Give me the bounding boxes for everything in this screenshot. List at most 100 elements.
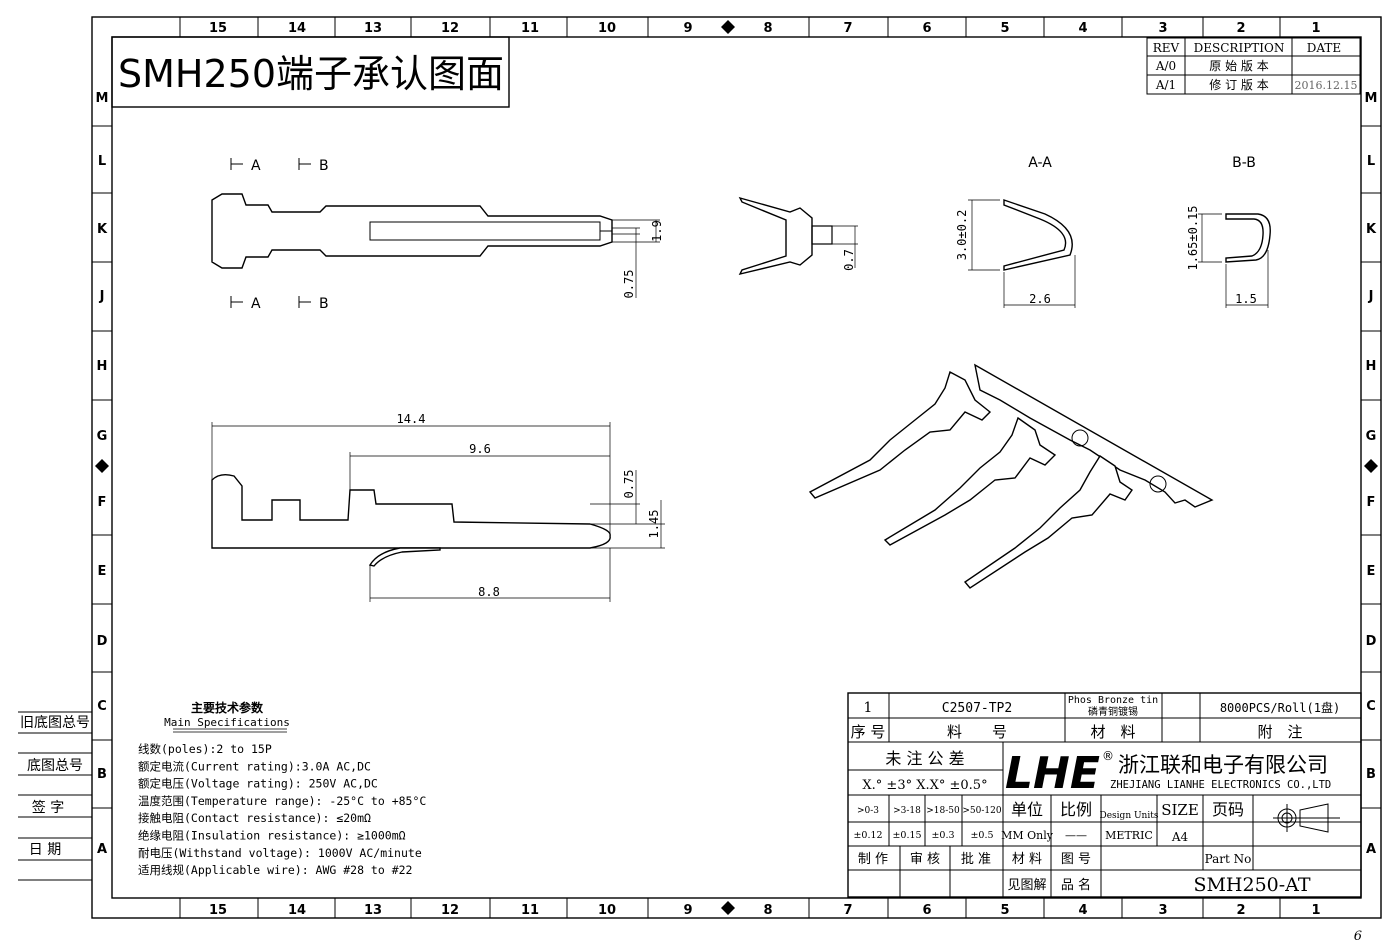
spec-line: 耐电压(Withstand voltage): 1000V AC/minute xyxy=(138,846,422,860)
company-name-en: ZHEJIANG LIANHE ELECTRONICS CO.,LTD xyxy=(1110,779,1331,791)
drawing-no-label: 图 号 xyxy=(1061,852,1091,867)
part-no-label: Part No xyxy=(1205,852,1252,866)
section-b-label: B xyxy=(319,158,329,174)
zone-column-label: 9 xyxy=(683,21,692,36)
signature-label: 签 字 xyxy=(32,799,64,816)
end-view: 0.7 xyxy=(738,196,858,276)
zone-column-label: 4 xyxy=(1078,903,1087,918)
center-mark-icon xyxy=(721,20,735,34)
range: >3-18 xyxy=(893,806,921,816)
zone-column-label: 6 xyxy=(922,903,931,918)
material-cn: 磷青铜镀锡 xyxy=(1088,705,1138,718)
left-revision-blocks: 旧底图总号 底图总号 签 字 日 期 xyxy=(18,711,92,881)
spec-line: 适用线规(Applicable wire): AWG #28 to #22 xyxy=(138,863,412,877)
zone-row-label: A xyxy=(1366,842,1376,857)
side-view: 14.4 9.6 8.8 0.75 1.45 xyxy=(211,412,665,602)
zone-column-label: 13 xyxy=(364,903,382,918)
center-mark-icon xyxy=(95,459,109,473)
dim-side-h1: 0.75 xyxy=(622,470,636,499)
zone-row-label: F xyxy=(98,495,107,510)
size-value: A4 xyxy=(1171,830,1189,844)
unit-label: 单位 xyxy=(1011,800,1043,819)
zone-row-label: J xyxy=(99,289,105,304)
tolerance: ±0.15 xyxy=(892,830,921,841)
zone-column-label: 7 xyxy=(843,903,852,918)
zone-row-label: C xyxy=(1366,699,1376,714)
title-block: 1 C2507-TP2 Phos Bronze tin 磷青铜镀锡 8000PC… xyxy=(847,692,1362,898)
zone-column-label: 14 xyxy=(288,21,306,36)
zone-labels: 1515141413131212111110109988776655443322… xyxy=(96,21,1378,918)
zone-column-label: 1 xyxy=(1311,21,1320,36)
zone-row-label: E xyxy=(98,564,107,579)
zone-row-label: L xyxy=(1367,154,1375,169)
company-name-cn: 浙江联和电子有限公司 xyxy=(1118,753,1328,777)
spec-line: 温度范围(Temperature range): -25°C to +85°C xyxy=(138,794,426,808)
dim-side-mid: 9.6 xyxy=(469,442,491,456)
dim-top-width: 1.9 xyxy=(650,220,664,242)
zone-column-label: 10 xyxy=(598,21,616,36)
zone-column-label: 7 xyxy=(843,21,852,36)
zone-column-label: 9 xyxy=(683,903,692,918)
made-by-label: 制 作 xyxy=(858,852,888,867)
tolerance-title: 未 注 公 差 xyxy=(885,749,964,768)
tolerance: ±0.5 xyxy=(970,830,993,841)
tolerance: ±0.12 xyxy=(853,830,882,841)
section-bb-title: B-B xyxy=(1232,155,1256,171)
base-drawing-no-label: 底图总号 xyxy=(27,758,83,774)
zone-column-label: 12 xyxy=(441,903,459,918)
size-label: SIZE xyxy=(1161,801,1199,819)
revision-table: REV DESCRIPTION DATE A/0 原 始 版 本 A/1 修 订… xyxy=(1146,37,1361,95)
dim-aa-width: 2.6 xyxy=(1029,292,1051,306)
section-a-label: A xyxy=(251,158,261,174)
isometric-view xyxy=(808,363,1214,589)
projection-symbol-icon xyxy=(1273,803,1340,833)
zone-row-label: B xyxy=(97,767,107,782)
rev-value: A/1 xyxy=(1155,78,1176,92)
scale-label: 比例 xyxy=(1060,800,1092,819)
zone-column-label: 8 xyxy=(763,21,772,36)
zone-column-label: 3 xyxy=(1158,903,1167,918)
drawing-title: SMH250端子承认图面 xyxy=(118,52,504,96)
part-code-header: 料 号 xyxy=(947,723,1007,741)
zone-row-label: M xyxy=(96,91,109,106)
zone-row-label: H xyxy=(97,359,108,374)
zone-column-label: 8 xyxy=(763,903,772,918)
dim-top-tip: 0.75 xyxy=(622,270,636,299)
part-code: C2507-TP2 xyxy=(942,701,1012,716)
checked-by-label: 审 核 xyxy=(910,852,940,867)
section-b-label: B xyxy=(319,296,329,312)
approved-by-label: 批 准 xyxy=(961,852,991,867)
zone-row-label: G xyxy=(97,429,108,444)
section-bb-view: B-B 1.65±0.15 1.5 xyxy=(1186,155,1271,308)
zone-row-label: D xyxy=(1366,634,1377,649)
zone-column-label: 15 xyxy=(209,903,227,918)
zone-row-label: F xyxy=(1367,495,1376,510)
range: >50-120 xyxy=(962,806,1001,816)
zone-row-label: H xyxy=(1366,359,1377,374)
zone-column-label: 6 xyxy=(922,21,931,36)
zone-row-label: C xyxy=(97,699,107,714)
company-logo: LHE xyxy=(1005,748,1100,799)
design-units-value: METRIC xyxy=(1105,829,1153,842)
zone-column-label: 10 xyxy=(598,903,616,918)
registered-mark-icon: ® xyxy=(1102,749,1114,763)
section-aa-title: A-A xyxy=(1028,155,1052,171)
material-label: 材 料 xyxy=(1012,852,1042,867)
specs-heading-en: Main Specifications xyxy=(164,716,290,729)
dim-end-view: 0.7 xyxy=(842,249,856,271)
rev-value: A/0 xyxy=(1155,59,1176,73)
specs-heading-cn: 主要技术参数 xyxy=(191,700,264,715)
spec-line: 额定电流(Current rating):3.0A AC,DC xyxy=(138,759,371,773)
dim-side-bottom: 8.8 xyxy=(478,585,500,599)
rev-description: 修 订 版 本 xyxy=(1209,77,1268,92)
zone-row-label: A xyxy=(97,842,107,857)
zone-row-label: L xyxy=(98,154,106,169)
zone-column-label: 2 xyxy=(1236,903,1245,918)
zone-column-label: 4 xyxy=(1078,21,1087,36)
dim-side-total: 14.4 xyxy=(397,412,426,426)
main-specifications: 主要技术参数 Main Specifications 线数(poles):2 t… xyxy=(138,700,426,877)
zone-row-label: K xyxy=(97,222,108,237)
see-drawing-label: 见图解 xyxy=(1007,878,1046,893)
zone-column-label: 15 xyxy=(209,21,227,36)
